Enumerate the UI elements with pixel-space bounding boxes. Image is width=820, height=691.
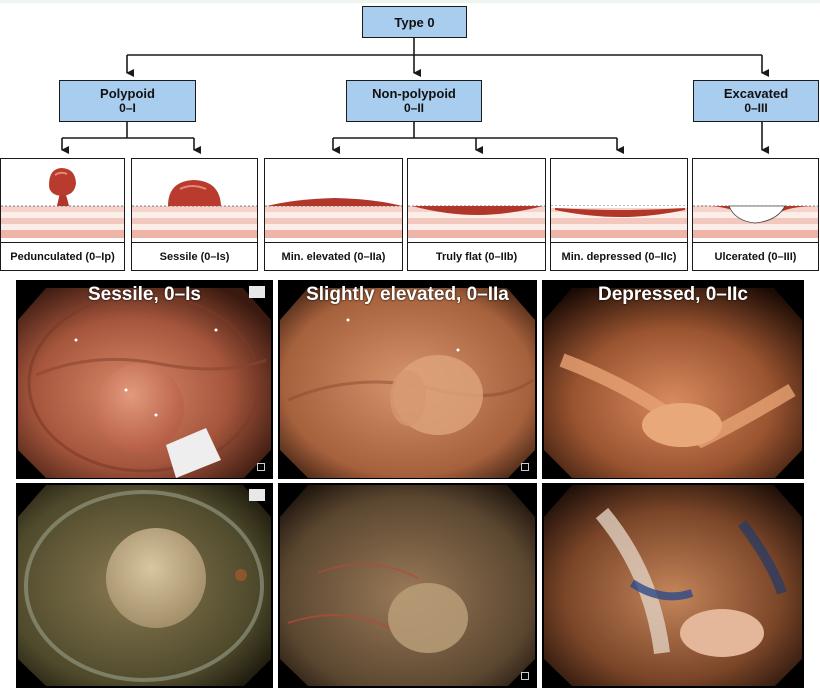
non-polypoid-title: Non-polypoid	[372, 86, 456, 101]
excavated-code: 0–III	[744, 101, 767, 116]
panel-truly-flat: Truly flat (0–IIb)	[407, 158, 546, 271]
excavated-box: Excavated 0–III	[693, 80, 819, 122]
photo-label-depressed: Depressed, 0–IIc	[542, 284, 804, 306]
polypoid-code: 0–I	[119, 101, 136, 116]
photo-sessile-nbi	[16, 483, 273, 688]
photo-sessile-white-light: Sessile, 0–Is	[16, 280, 273, 479]
non-polypoid-code: 0–II	[404, 101, 424, 116]
photo-label-slightly-elevated: Slightly elevated, 0–IIa	[278, 284, 537, 306]
type-0-box: Type 0	[362, 6, 467, 38]
photo-depressed-chromoendoscopy	[542, 483, 804, 688]
scope-indicator-icon	[521, 672, 529, 680]
scope-indicator-icon	[521, 463, 529, 471]
photo-label-sessile: Sessile, 0–Is	[16, 284, 273, 306]
subtype-caption-truly-flat: Truly flat (0–IIb)	[408, 242, 545, 270]
subtype-caption-min-depressed: Min. depressed (0–IIc)	[551, 242, 687, 270]
polypoid-title: Polypoid	[100, 86, 155, 101]
photo-slightly-elevated-white-light: Slightly elevated, 0–IIa	[278, 280, 537, 479]
subtype-caption-min-elevated: Min. elevated (0–IIa)	[265, 242, 402, 270]
panel-min-elevated: Min. elevated (0–IIa)	[264, 158, 403, 271]
non-polypoid-box: Non-polypoid 0–II	[346, 80, 482, 122]
excavated-title: Excavated	[724, 86, 788, 101]
photo-slightly-elevated-nbi	[278, 483, 537, 688]
subtype-caption-ulcerated: Ulcerated (0–III)	[693, 242, 818, 270]
subtype-caption-sessile: Sessile (0–Is)	[132, 242, 257, 270]
polypoid-box: Polypoid 0–I	[59, 80, 196, 122]
panel-pedunculated: Pedunculated (0–Ip)	[0, 158, 125, 271]
photo-depressed-white-light: Depressed, 0–IIc	[542, 280, 804, 479]
panel-sessile: Sessile (0–Is)	[131, 158, 258, 271]
subtype-caption-pedunculated: Pedunculated (0–Ip)	[1, 242, 124, 270]
panel-min-depressed: Min. depressed (0–IIc)	[550, 158, 688, 271]
scope-indicator-icon	[257, 463, 265, 471]
panel-ulcerated: Ulcerated (0–III)	[692, 158, 819, 271]
scope-mode-tag	[249, 286, 265, 298]
type-0-label: Type 0	[394, 15, 434, 30]
scope-mode-tag	[249, 489, 265, 501]
